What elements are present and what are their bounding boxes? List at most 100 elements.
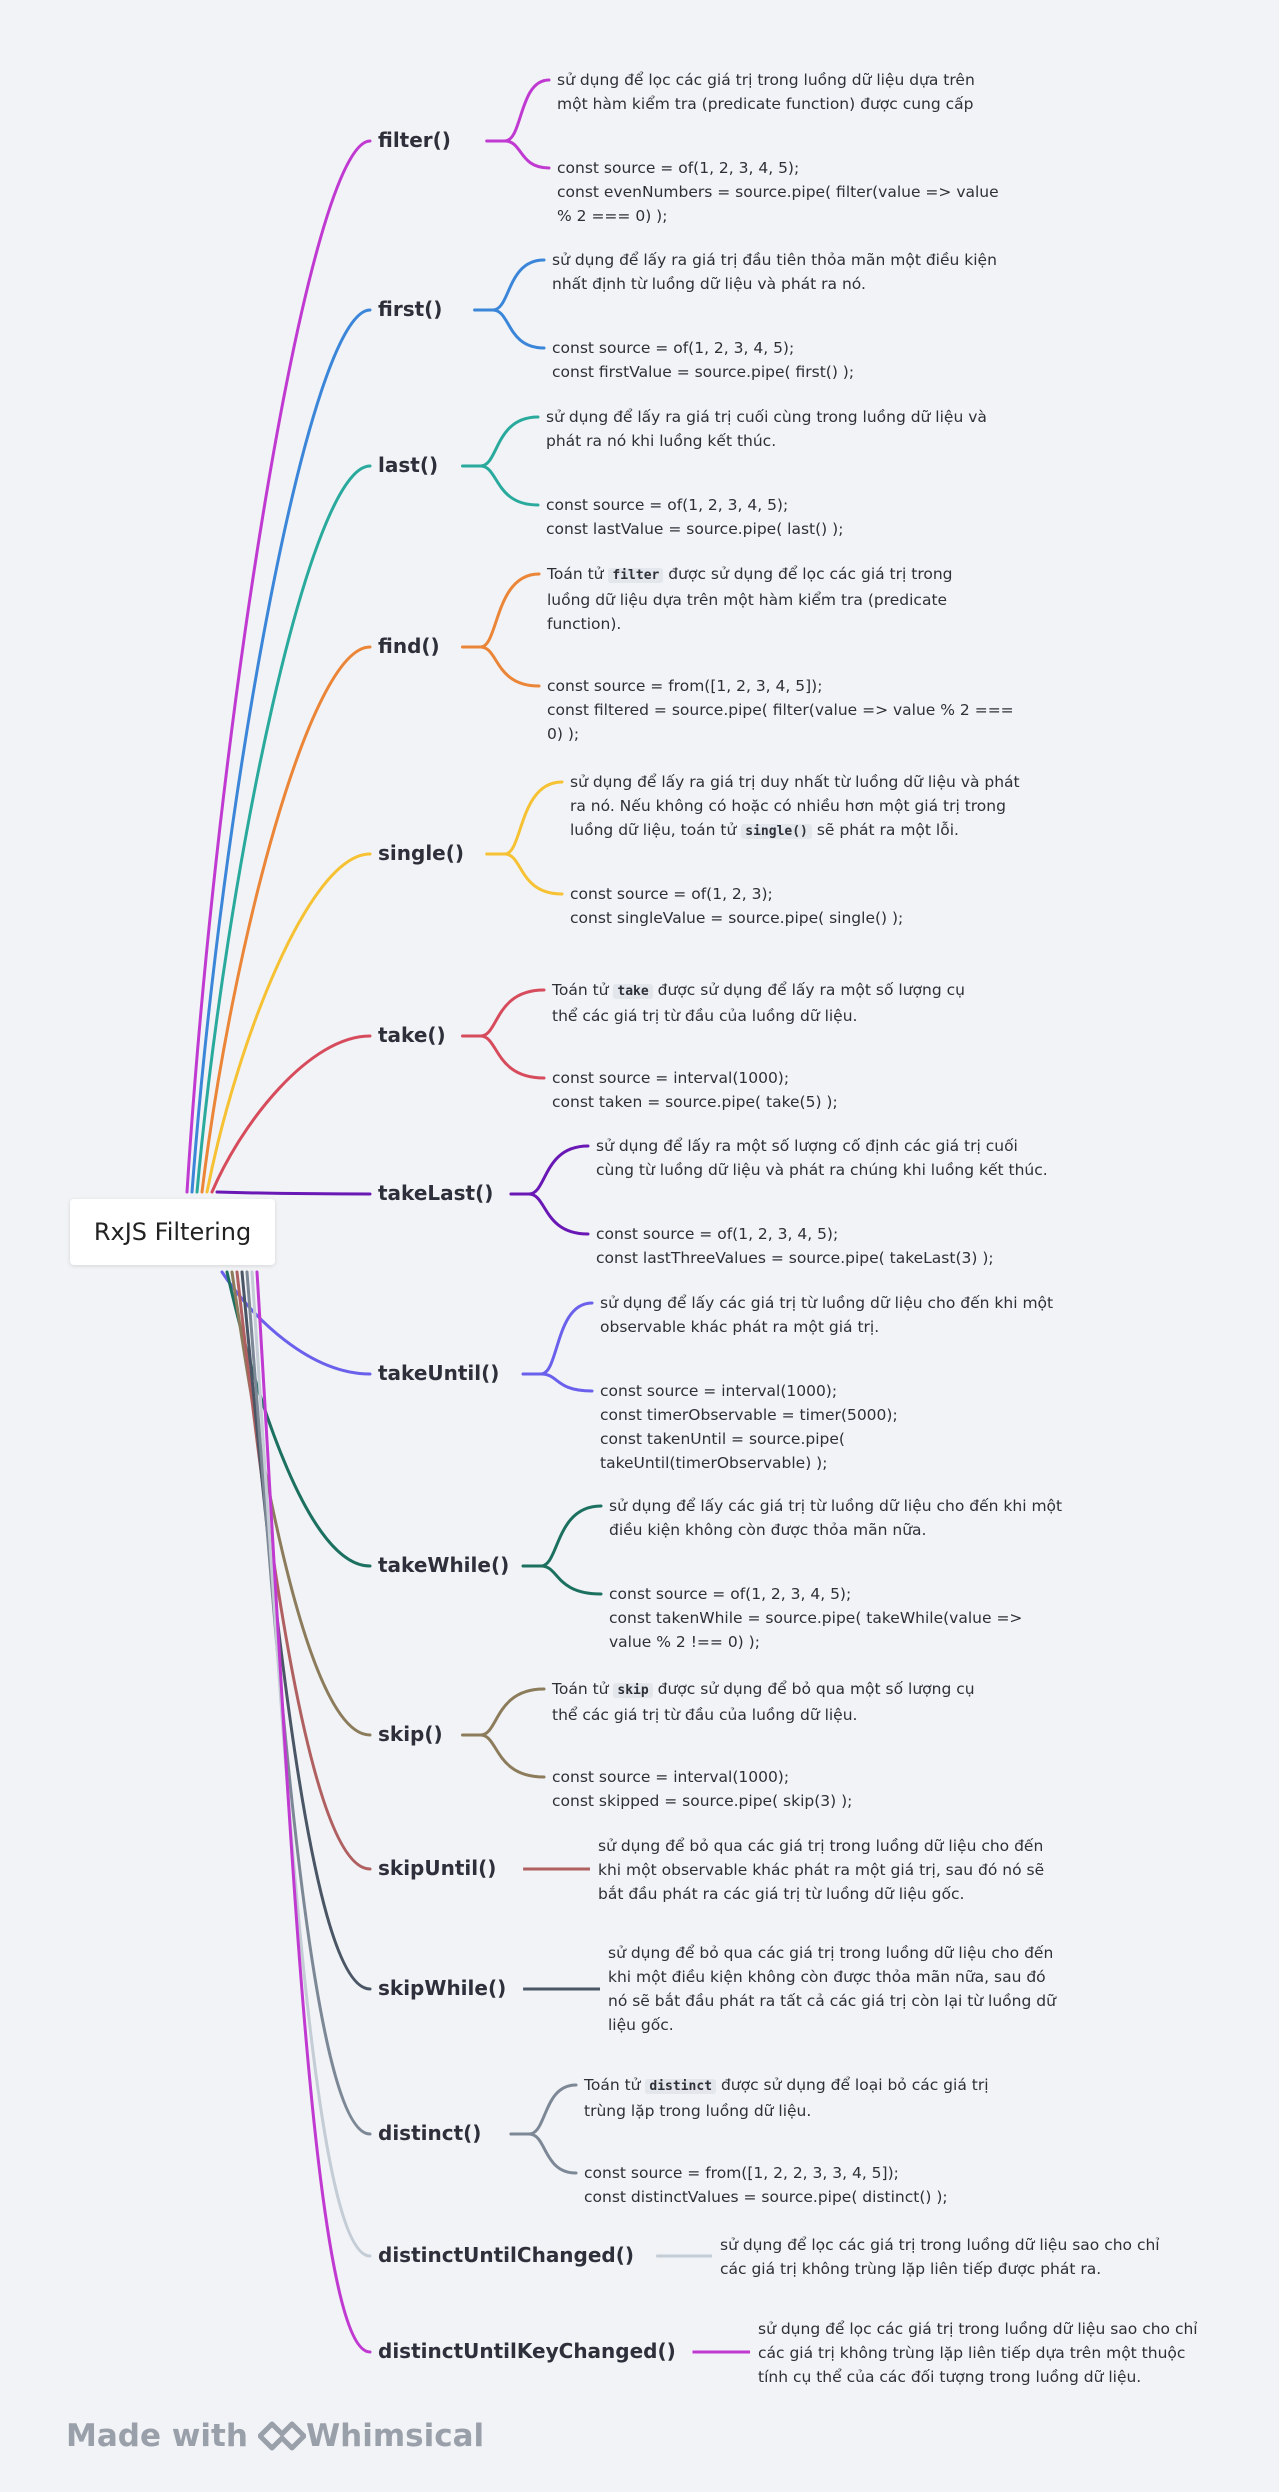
branch-5-0 — [461, 988, 546, 1038]
text-line: const source = of(1, 2, 3, 4, 5); — [557, 159, 800, 177]
node-6-text-0: sử dụng để lấy ra một số lượng cố định c… — [596, 1134, 1048, 1182]
branch-5-1 — [461, 1034, 546, 1080]
node-6-text-1: const source = of(1, 2, 3, 4, 5);const l… — [596, 1222, 994, 1270]
node-label-1[interactable]: first() — [378, 297, 443, 321]
root-node[interactable]: RxJS Filtering — [70, 1199, 275, 1265]
text-line: const source = interval(1000); — [600, 1382, 838, 1400]
node-8-text-1: const source = of(1, 2, 3, 4, 5);const t… — [609, 1582, 1022, 1654]
branch-1-1 — [473, 308, 546, 350]
branch-3-1 — [461, 645, 541, 688]
text-line: phát ra nó khi luồng kết thúc. — [546, 432, 777, 450]
text-line: sử dụng để lấy ra một số lượng cố định c… — [596, 1137, 1018, 1155]
text-line: const source = of(1, 2, 3, 4, 5); — [552, 339, 795, 357]
branch-9-1 — [461, 1733, 546, 1779]
edge-11 — [240, 1270, 372, 1991]
node-label-11[interactable]: skipWhile() — [378, 1976, 507, 2000]
node-1-text-1: const source = of(1, 2, 3, 4, 5);const f… — [552, 336, 854, 384]
text-line: takeUntil(timerObservable) ); — [600, 1454, 828, 1472]
node-label-6[interactable]: takeLast() — [378, 1181, 494, 1205]
node-label-0[interactable]: filter() — [378, 128, 451, 152]
node-label-10[interactable]: skipUntil() — [378, 1856, 497, 1880]
text-line: const source = interval(1000); — [552, 1768, 790, 1786]
edge-12 — [245, 1270, 372, 2136]
node-14-text-0: sử dụng để lọc các giá trị trong luồng d… — [758, 2317, 1198, 2389]
node-label-7[interactable]: takeUntil() — [378, 1361, 500, 1385]
branch-4-0 — [485, 780, 564, 856]
text-line: Toán tử take được sử dụng để lấy ra một … — [552, 981, 965, 999]
node-label-14[interactable]: distinctUntilKeyChanged() — [378, 2339, 676, 2363]
text-line: Toán tử filter được sử dụng để lọc các g… — [547, 565, 953, 583]
text-line: sử dụng để lấy các giá trị từ luồng dữ l… — [600, 1294, 1054, 1312]
text-line: const filtered = source.pipe( filter(val… — [547, 701, 1014, 719]
node-9-text-1: const source = interval(1000); const skip… — [552, 1765, 852, 1813]
branch-9-0 — [461, 1687, 546, 1737]
text-line: cùng từ luồng dữ liệu và phát ra chúng k… — [596, 1161, 1048, 1179]
inline-code: skip — [613, 1683, 653, 1698]
branch-2-1 — [461, 464, 540, 507]
text-line: const source = from([1, 2, 3, 4, 5]); — [547, 677, 823, 695]
text-line: sử dụng để lọc các giá trị trong luồng d… — [758, 2320, 1198, 2338]
text-line: ra nó. Nếu không có hoặc có nhiều hơn mộ… — [570, 797, 1006, 815]
text-line: nhất định từ luồng dữ liệu và phát ra nó… — [552, 275, 866, 293]
made-with-text: Made with — [66, 2418, 248, 2454]
inline-code: filter — [608, 568, 664, 583]
node-0-text-0: sử dụng để lọc các giá trị trong luồng d… — [557, 68, 975, 116]
edge-5 — [210, 1034, 372, 1194]
node-7-text-0: sử dụng để lấy các giá trị từ luồng dữ l… — [600, 1291, 1053, 1339]
text-line: sử dụng để lấy ra giá trị duy nhất từ lu… — [570, 773, 1020, 791]
text-line: các giá trị không trùng lặp liên tiếp dự… — [758, 2344, 1186, 2362]
inline-code: distinct — [645, 2079, 717, 2094]
text-line: khi một điều kiện không còn được thỏa mã… — [608, 1968, 1046, 1986]
text-line: sử dụng để lọc các giá trị trong luồng d… — [720, 2236, 1160, 2254]
node-label-5[interactable]: take() — [378, 1023, 446, 1047]
node-label-8[interactable]: takeWhile() — [378, 1553, 510, 1577]
branch-3-0 — [461, 572, 541, 649]
text-line: const source = of(1, 2, 3, 4, 5); — [546, 496, 789, 514]
node-label-13[interactable]: distinctUntilChanged() — [378, 2243, 635, 2267]
branch-8-0 — [521, 1504, 603, 1568]
node-13-text-0: sử dụng để lọc các giá trị trong luồng d… — [720, 2233, 1160, 2281]
branch-2-0 — [461, 415, 540, 468]
text-line: const source = of(1, 2, 3, 4, 5); — [596, 1225, 839, 1243]
node-10-text-0: sử dụng để bỏ qua các giá trị trong luồn… — [598, 1834, 1044, 1906]
node-12-text-1: const source = from([1, 2, 2, 3, 3, 4, 5… — [584, 2161, 948, 2209]
node-label-2[interactable]: last() — [378, 453, 439, 477]
text-line: thể các giá trị từ đầu của luồng dữ liệu… — [552, 1007, 858, 1025]
text-line: nó sẽ bắt đầu phát ra tất cả các giá trị… — [608, 1992, 1056, 2010]
node-2-text-0: sử dụng để lấy ra giá trị cuối cùng tron… — [546, 405, 987, 453]
node-3-text-0: Toán tử filter được sử dụng để lọc các g… — [547, 562, 953, 636]
text-line: 0) ); — [547, 725, 580, 743]
branch-6-1 — [509, 1192, 590, 1236]
text-line: const takenUntil = source.pipe( — [600, 1430, 845, 1448]
node-5-text-1: const source = interval(1000);const take… — [552, 1066, 838, 1114]
edge-0 — [185, 139, 372, 1194]
node-7-text-1: const source = interval(1000);const time… — [600, 1379, 898, 1475]
node-9-text-0: Toán tử skip được sử dụng để bỏ qua một … — [552, 1677, 975, 1727]
branch-4-1 — [485, 852, 564, 896]
node-label-4[interactable]: single() — [378, 841, 465, 865]
text-line: % 2 === 0) ); — [557, 207, 668, 225]
text-line: khi một observable khác phát ra một giá … — [598, 1861, 1045, 1879]
node-label-3[interactable]: find() — [378, 634, 440, 658]
text-line: const taken = source.pipe( take(5) ); — [552, 1093, 838, 1111]
root-label: RxJS Filtering — [93, 1218, 252, 1246]
node-8-text-0: sử dụng để lấy các giá trị từ luồng dữ l… — [609, 1494, 1062, 1542]
node-label-9[interactable]: skip() — [378, 1722, 443, 1746]
node-label-12[interactable]: distinct() — [378, 2121, 482, 2145]
node-3-text-1: const source = from([1, 2, 3, 4, 5]); con… — [547, 674, 1014, 746]
node-11-text-0: sử dụng để bỏ qua các giá trị trong luồn… — [608, 1941, 1056, 2037]
text-line: tính cụ thể của các đối tượng trong luồn… — [758, 2368, 1142, 2386]
brand-name: Whimsical — [305, 2418, 485, 2454]
text-line: bắt đầu phát ra các giá trị từ luồng dữ … — [598, 1885, 965, 1903]
node-12-text-0: Toán tử distinct được sử dụng để loại bỏ… — [584, 2073, 989, 2123]
edge-6 — [215, 1190, 372, 1196]
text-line: observable khác phát ra một giá trị. — [600, 1318, 880, 1336]
branch-7-1 — [521, 1372, 594, 1393]
branch-0-0 — [485, 78, 551, 143]
node-4-text-0: sử dụng để lấy ra giá trị duy nhất từ lu… — [570, 770, 1020, 844]
text-line: sử dụng để bỏ qua các giá trị trong luồn… — [598, 1837, 1044, 1855]
text-line: const skipped = source.pipe( skip(3) ); — [552, 1792, 853, 1810]
edge-8 — [225, 1270, 372, 1568]
inline-code: single() — [741, 824, 812, 839]
text-line: điều kiện không còn được thỏa mãn nữa. — [609, 1521, 927, 1539]
